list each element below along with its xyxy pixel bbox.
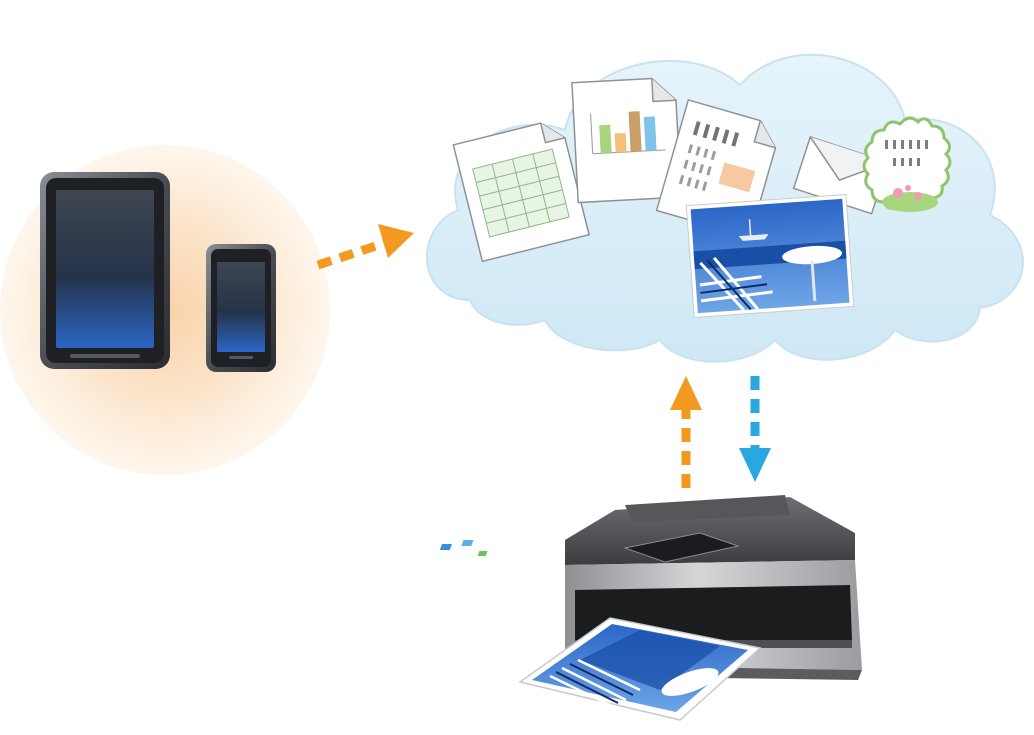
mobile-devices-node — [0, 145, 330, 475]
upload-arrow-printer-to-cloud — [670, 376, 702, 488]
cloud-node — [426, 53, 1024, 363]
photo-icon — [685, 194, 855, 318]
printer-node — [439, 495, 862, 721]
printed-photo-icon — [518, 617, 762, 721]
bar-chart-document-icon — [571, 77, 682, 204]
smartphone-icon — [206, 244, 276, 372]
tablet-icon — [40, 172, 170, 369]
spreadsheet-document-icon — [452, 122, 591, 263]
upload-arrow-devices-to-cloud — [316, 224, 414, 270]
greeting-card-icon — [862, 116, 952, 212]
download-arrow-cloud-to-printer — [739, 376, 771, 482]
